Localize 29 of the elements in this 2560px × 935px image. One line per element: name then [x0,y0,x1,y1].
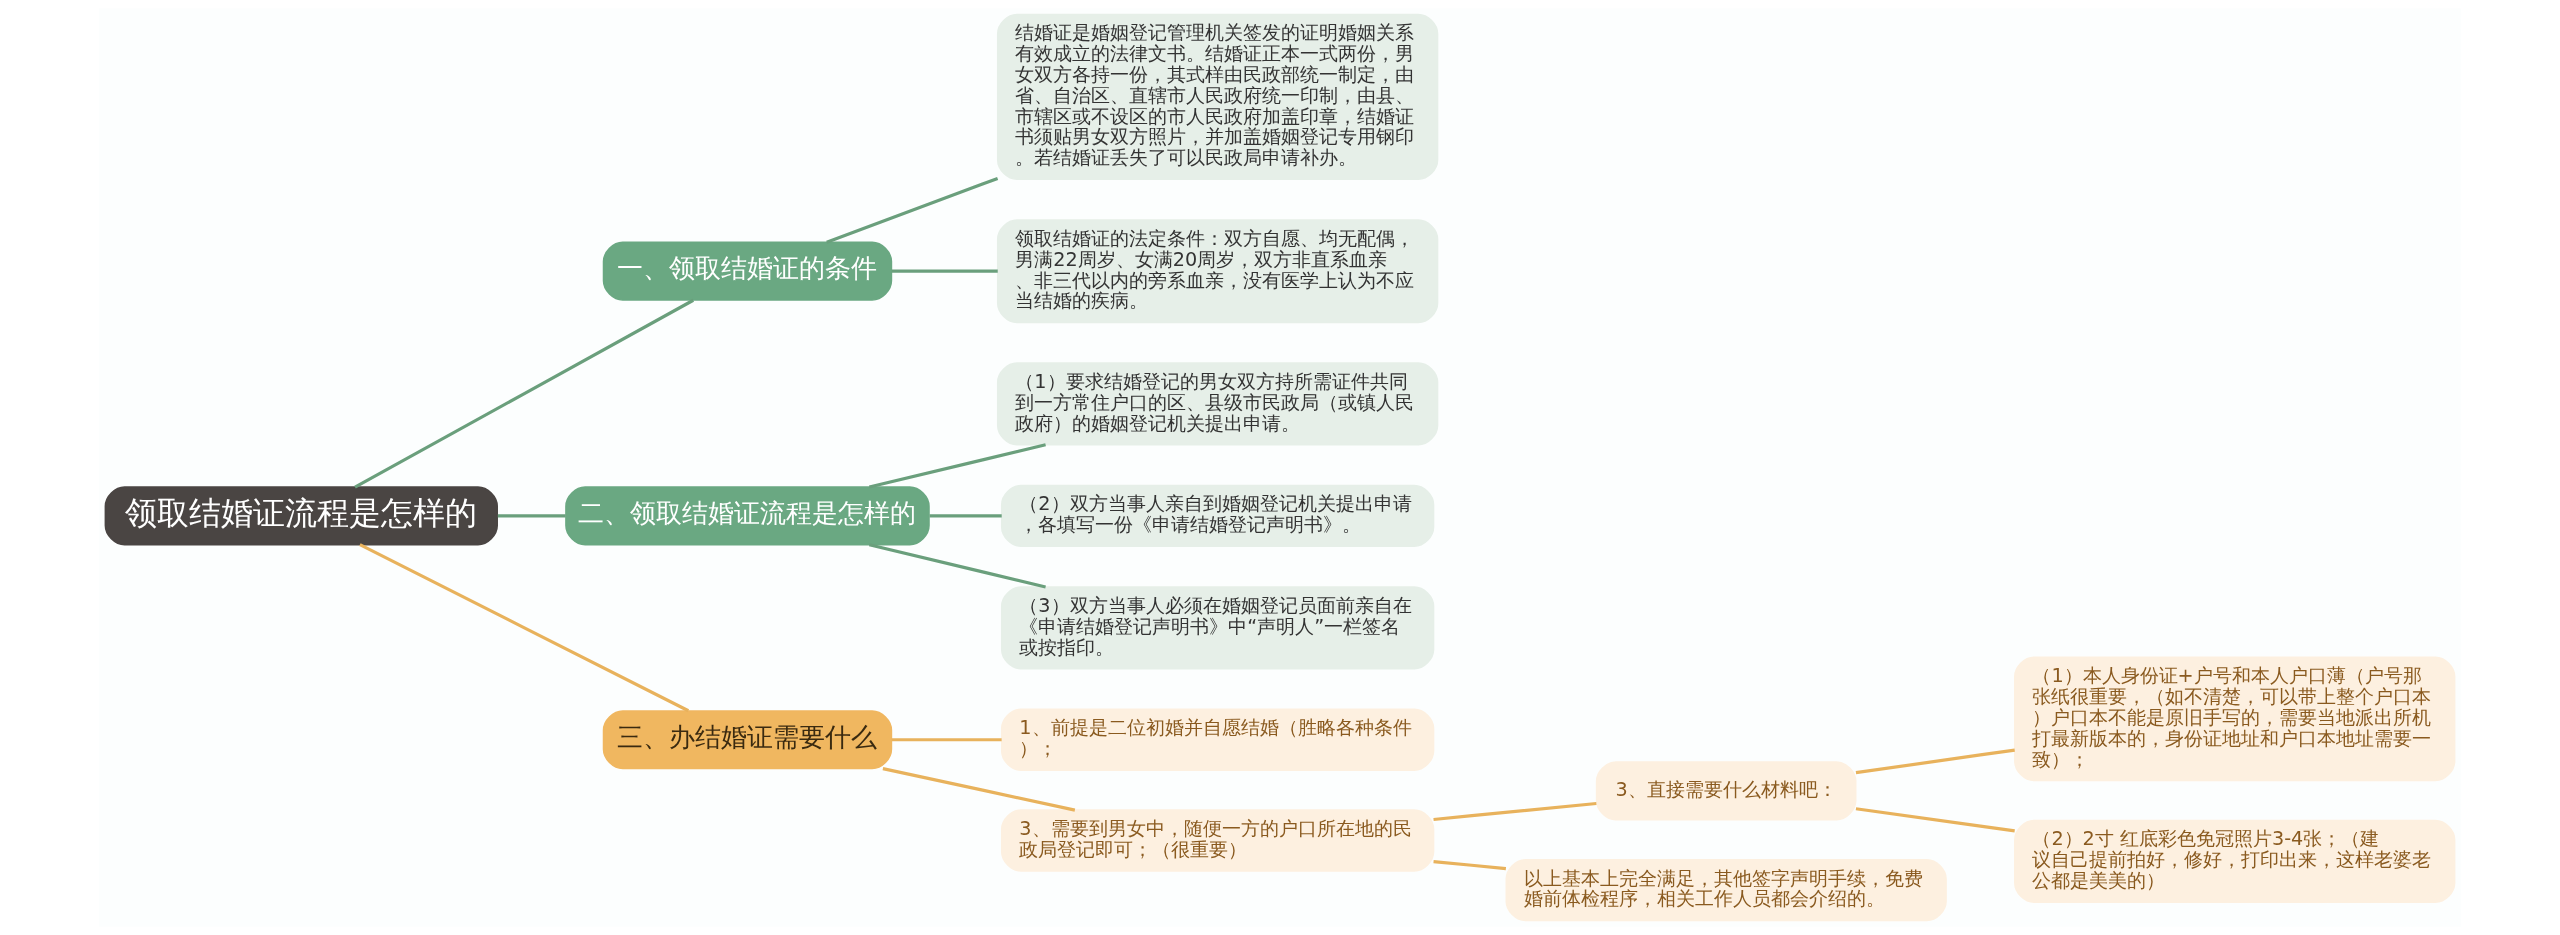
node-box: （1）要求结婚登记的男女双方持所需证件共同到一方常住户口的区、县级市民政局（或镇人民政府）的婚姻登记机关提出申请。 [996,362,1439,446]
connector [891,269,998,273]
connector [1855,807,2015,833]
node-box: （1）本人身份证+户号和本人户口薄（户号那张纸很重要，（如不清楚，可以带上整个户口本）户口本不能是原旧手写的，需要当地派出所机打最新版本的，身份证地址和户口本地址需要一致）； [2014,656,2456,782]
node-box: 三、办结婚证需要什么 [602,710,893,770]
node-box: 结婚证是婚姻登记管理机关签发的证明婚姻关系有效成立的法律文书。结婚证正本一式两份，男女双方各持一份，其式样由民政部统一制定，由省、自治区、直辖市人民政府统一印制，由县、市辖区或不设区的市人民政府加盖印章，结婚证书须贴男女双方照片，并加盖婚姻登记专用钢印。若结婚证丢失了可以民政局申请补办。 [996,13,1439,181]
node-box: （3）双方当事人必须在婚姻登记员面前亲自在《申请结婚登记声明书》中“声明人”一栏签名或按指印。 [1000,586,1435,670]
node-box: 1、前提是二位初婚并自愿结婚（胜略各种条件）； [1000,708,1435,771]
connector [882,767,1076,812]
node-box: （2）双方当事人亲自到婚姻登记机关提出申请，各填写一份《申请结婚登记声明书》。 [1000,484,1435,548]
connector [1855,748,2015,775]
node-box: 领取结婚证的法定条件：双方自愿、均无配偶，男满22周岁、女满20周岁，双方非直系血亲、非三代以内的旁系血亲，没有医学上认为不应当结婚的疾病。 [996,219,1439,324]
node-box: 3、直接需要什么材料吧： [1595,761,1857,821]
connector [929,514,1002,518]
connector [497,514,566,518]
node-box: 领取结婚证流程是怎样的 [104,486,498,546]
node-box: 以上基本上完全满足，其他签字声明手续，免费婚前体检程序，相关工作人员都会介绍的。 [1505,858,1947,922]
connector [359,543,690,713]
node-box: 二、领取结婚证流程是怎样的 [565,486,930,546]
connector [891,738,1002,742]
connector [354,298,695,489]
node-box: 3、需要到男女中，随便一方的户口所在地的民政局登记即可；（很重要） [1000,809,1435,872]
connector [826,176,999,244]
node-box: 一、领取结婚证的条件 [602,241,893,301]
connector [868,443,1046,489]
connector [868,543,1046,589]
node-box: （2）2寸 红底彩色免冠照片3-4张；（建议自己提前拍好，修好，打印出来，这样老婆老公都是美美的） [2014,819,2456,903]
connector [1433,859,1507,871]
connector [1433,801,1597,822]
